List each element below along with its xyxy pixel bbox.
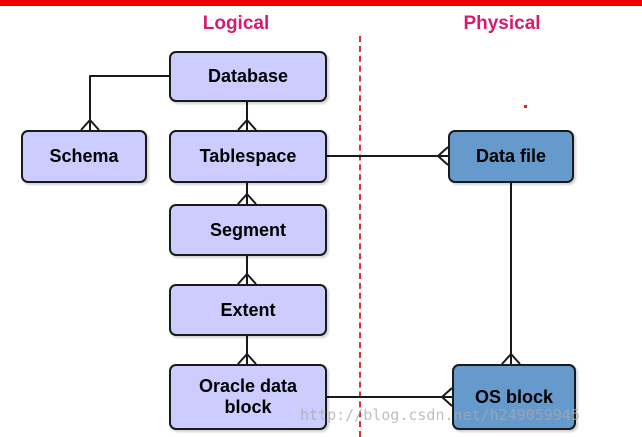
extent-label: Extent [220, 299, 276, 320]
crowfoot-schema [80, 119, 100, 131]
watermark-text: http://blog.csdn.net/h249059945 [300, 406, 580, 424]
logical-physical-divider [359, 36, 361, 437]
schema-entity: Schema [21, 130, 147, 183]
segment-entity: Segment [169, 204, 327, 256]
crowfoot-extent [237, 273, 257, 285]
oracle-data-block-label-line2: block [224, 397, 272, 417]
tablespace-label: Tablespace [199, 146, 297, 166]
logical-header: Logical [202, 13, 270, 34]
crowfoot-osblock [501, 353, 521, 365]
top-red-bar [0, 0, 642, 6]
data-file-entity: Data file [448, 130, 574, 183]
physical-header: Physical [463, 13, 541, 34]
crowfoot-osblock-left [441, 387, 453, 407]
oracle-data-block-label-line1: Oracle data [198, 376, 298, 396]
os-block-label: OS block [474, 386, 554, 407]
database-label: Database [207, 66, 289, 86]
crowfoot-segment [237, 193, 257, 205]
crowfoot-datafile [437, 146, 449, 166]
tablespace-entity: Tablespace [169, 130, 327, 183]
connector-database-schema [89, 75, 169, 130]
crowfoot-oracle-block [237, 353, 257, 365]
os-block-entity: OS block [452, 364, 576, 430]
stray-dot [524, 105, 527, 108]
schema-label: Schema [49, 146, 119, 166]
oracle-data-block-entity: Oracle data block [169, 364, 327, 430]
database-entity: Database [169, 51, 327, 102]
crowfoot-tablespace [237, 119, 257, 131]
data-file-label: Data file [475, 146, 547, 166]
segment-label: Segment [209, 219, 287, 240]
extent-entity: Extent [169, 284, 327, 336]
